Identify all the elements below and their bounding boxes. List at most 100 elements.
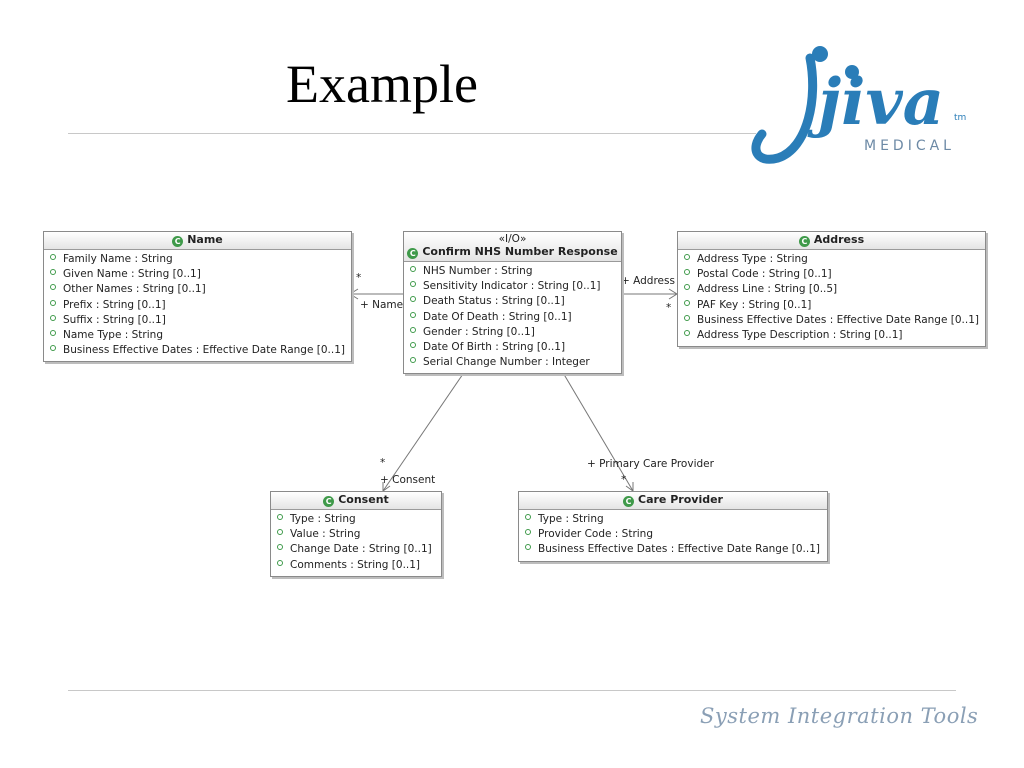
- care-provider-class-title: Care Provider: [638, 493, 723, 506]
- name-role-label: + Name: [360, 299, 404, 311]
- attribute-bullet-icon: [410, 266, 416, 272]
- attribute-row: Address Line : String [0..5]: [684, 282, 979, 297]
- attribute-row: Date Of Death : String [0..1]: [410, 310, 615, 325]
- attribute-bullet-icon: [684, 330, 690, 337]
- attribute-row: Address Type : String: [684, 252, 979, 267]
- attribute-bullet-icon: [50, 284, 56, 291]
- attribute-row: Date Of Birth : String [0..1]: [410, 340, 615, 355]
- jiva-medical-logo: jiva tm MEDICAL: [751, 46, 966, 164]
- top-divider: [68, 133, 756, 134]
- attribute-row: Business Effective Dates : Effective Dat…: [50, 343, 345, 358]
- attribute-row: Suffix : String [0..1]: [50, 313, 345, 328]
- attribute-row: Type : String: [277, 512, 435, 527]
- attribute-row: Name Type : String: [50, 328, 345, 343]
- attribute-row: Type : String: [525, 512, 821, 527]
- attribute-bullet-icon: [684, 299, 690, 306]
- logo-dot-2: [845, 65, 859, 79]
- consent-attributes: Type : String Value : String Change Date…: [271, 510, 441, 576]
- attribute-bullet-icon: [410, 296, 416, 303]
- class-c-icon: C: [172, 236, 184, 247]
- attribute-bullet-icon: [684, 314, 690, 321]
- attribute-bullet-icon: [50, 254, 56, 260]
- attribute-bullet-icon: [684, 254, 690, 260]
- attribute-row: Sensitivity Indicator : String [0..1]: [410, 279, 615, 294]
- attribute-bullet-icon: [50, 330, 56, 337]
- response-attributes: NHS Number : String Sensitivity Indicato…: [404, 262, 621, 373]
- attribute-row: Family Name : String: [50, 252, 345, 267]
- response-class-title: Confirm NHS Number Response: [422, 245, 618, 258]
- care-role-label: + Primary Care Provider: [587, 458, 714, 470]
- attribute-bullet-icon: [684, 284, 690, 291]
- attribute-row: Business Effective Dates : Effective Dat…: [525, 542, 821, 557]
- attribute-bullet-icon: [277, 529, 283, 536]
- name-multiplicity: *: [356, 272, 362, 284]
- attribute-bullet-icon: [50, 314, 56, 321]
- class-c-icon: C: [323, 496, 335, 507]
- class-c-icon: C: [407, 248, 419, 259]
- attribute-bullet-icon: [277, 559, 283, 566]
- logo-mark-text: tm: [954, 113, 966, 123]
- attribute-row: Address Type Description : String [0..1]: [684, 328, 979, 343]
- footer-tagline: System Integration Tools: [700, 704, 979, 728]
- attribute-bullet-icon: [50, 345, 56, 352]
- care-association-line: [561, 370, 634, 492]
- attribute-bullet-icon: [410, 281, 416, 288]
- attribute-row: Given Name : String [0..1]: [50, 267, 345, 282]
- attribute-row: Serial Change Number : Integer: [410, 355, 615, 370]
- attribute-bullet-icon: [410, 357, 416, 364]
- logo-brand-text: jiva: [807, 65, 944, 140]
- attribute-row: Gender : String [0..1]: [410, 325, 615, 340]
- consent-association-line: [382, 370, 466, 492]
- attribute-bullet-icon: [410, 311, 416, 318]
- class-c-icon: C: [798, 236, 810, 247]
- attribute-row: Prefix : String [0..1]: [50, 298, 345, 313]
- attribute-bullet-icon: [410, 342, 416, 349]
- attribute-bullet-icon: [525, 544, 531, 551]
- attribute-row: Comments : String [0..1]: [277, 558, 435, 573]
- attribute-bullet-icon: [50, 299, 56, 306]
- slide-title: Example: [286, 54, 478, 114]
- class-c-icon: C: [623, 496, 635, 507]
- attribute-row: PAF Key : String [0..1]: [684, 298, 979, 313]
- attribute-row: Provider Code : String: [525, 527, 821, 542]
- attribute-row: Death Status : String [0..1]: [410, 294, 615, 309]
- bottom-divider: [68, 690, 956, 691]
- attribute-row: Change Date : String [0..1]: [277, 542, 435, 557]
- attribute-bullet-icon: [525, 529, 531, 536]
- address-attributes: Address Type : String Postal Code : Stri…: [678, 250, 985, 346]
- address-class-title: Address: [813, 233, 865, 246]
- attribute-row: Other Names : String [0..1]: [50, 282, 345, 297]
- attribute-bullet-icon: [410, 326, 416, 333]
- attribute-bullet-icon: [525, 514, 531, 520]
- address-multiplicity: *: [666, 302, 672, 314]
- response-stereotype: «I/O»: [498, 233, 527, 245]
- consent-multiplicity: *: [380, 457, 386, 469]
- name-class-title: Name: [187, 233, 223, 246]
- care-provider-attributes: Type : String Provider Code : String Bus…: [519, 510, 827, 561]
- address-role-label: + Address: [621, 275, 675, 287]
- attribute-row: NHS Number : String: [410, 264, 615, 279]
- attribute-bullet-icon: [277, 544, 283, 551]
- name-attributes: Family Name : String Given Name : String…: [44, 250, 351, 361]
- care-multiplicity: *: [621, 474, 627, 486]
- attribute-bullet-icon: [684, 269, 690, 276]
- consent-role-label: + Consent: [380, 474, 436, 486]
- consent-class-title: Consent: [338, 493, 389, 506]
- logo-sub-text: MEDICAL: [864, 138, 955, 154]
- logo-dot-1: [812, 46, 828, 62]
- care-arrow-head: [625, 482, 634, 492]
- logo-swoosh: [751, 53, 818, 164]
- attribute-row: Value : String: [277, 527, 435, 542]
- attribute-bullet-icon: [50, 269, 56, 276]
